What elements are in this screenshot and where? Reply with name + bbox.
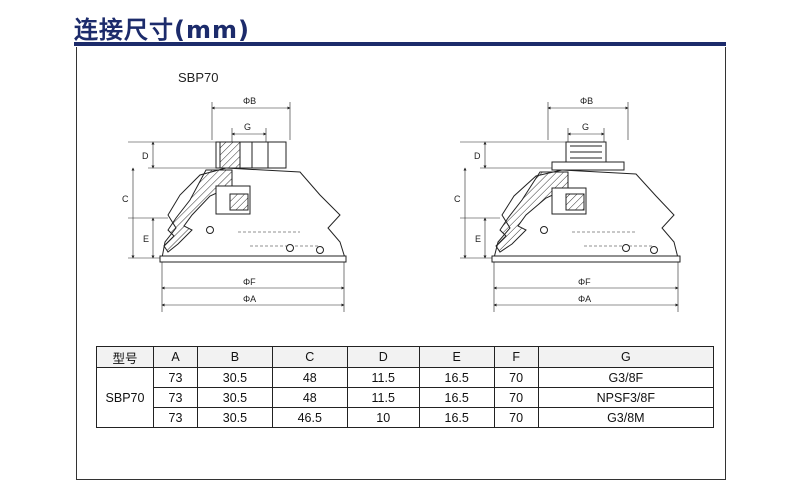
- table-cell: G3/8F: [537, 367, 715, 388]
- dim-label: ΦB: [243, 96, 256, 106]
- cup-drawing-right: [460, 102, 681, 312]
- column-header: D: [346, 346, 420, 368]
- dimension-labels-left: ΦB G D C E ΦF ΦA: [122, 96, 256, 304]
- drawing-model-label: SBP70: [178, 70, 219, 85]
- column-header: F: [493, 346, 539, 368]
- model-cell: SBP70: [96, 367, 154, 428]
- dim-label: G: [582, 122, 589, 132]
- dim-label: ΦB: [580, 96, 593, 106]
- column-header: C: [271, 346, 348, 368]
- cup-drawing-left: [128, 102, 347, 312]
- table-cell: 70: [493, 367, 539, 388]
- table-cell: 46.5: [271, 407, 348, 428]
- dim-label: E: [475, 234, 481, 244]
- dim-label: E: [143, 234, 149, 244]
- table-cell: 73: [152, 407, 199, 428]
- table-cell: 16.5: [418, 367, 495, 388]
- dimension-table: 型号 A B C D E F G SBP70 73 30.5 48 11.5 1…: [96, 346, 715, 428]
- dim-label: G: [244, 122, 251, 132]
- column-header: A: [152, 346, 199, 368]
- table-row: SBP70 73 30.5 48 11.5 16.5 70 G3/8F: [96, 367, 715, 428]
- table-header-row: 型号 A B C D E F G: [96, 346, 715, 368]
- table-cell: NPSF3/8F: [537, 387, 715, 408]
- title-underline: [74, 42, 726, 46]
- content-frame: [76, 47, 726, 480]
- dimension-labels-right: ΦB G D C E ΦF ΦA: [454, 96, 593, 304]
- table-cell: 73: [152, 387, 199, 408]
- table-cell: 10: [346, 407, 420, 428]
- page-title: 连接尺寸(mm): [74, 16, 250, 44]
- table-cell: 70: [493, 387, 539, 408]
- table-cell: 30.5: [197, 407, 273, 428]
- table-row: 73 30.5 46.5 10 16.5 70 G3/8M: [97, 407, 715, 428]
- table-cell: 48: [271, 367, 348, 388]
- column-header: E: [418, 346, 495, 368]
- dim-label: D: [142, 151, 149, 161]
- dim-label: C: [122, 194, 129, 204]
- table-row: 73 30.5 48 11.5 16.5 70 NPSF3/8F: [97, 387, 715, 408]
- dim-label: ΦF: [243, 277, 256, 287]
- dim-label: ΦF: [578, 277, 591, 287]
- table-cell: 11.5: [346, 367, 420, 388]
- table-cell: 30.5: [197, 367, 273, 388]
- table-cell: 48: [271, 387, 348, 408]
- dim-label: D: [474, 151, 481, 161]
- dim-label: ΦA: [578, 294, 591, 304]
- dim-label: ΦA: [243, 294, 256, 304]
- dim-label: C: [454, 194, 461, 204]
- table-cell: 16.5: [418, 387, 495, 408]
- column-header: G: [537, 346, 715, 368]
- table-cell: 11.5: [346, 387, 420, 408]
- column-header: B: [197, 346, 273, 368]
- table-cell: 16.5: [418, 407, 495, 428]
- table-cell: 30.5: [197, 387, 273, 408]
- column-header: 型号: [96, 346, 154, 368]
- table-cell: 73: [152, 367, 199, 388]
- table-cell: G3/8M: [537, 407, 715, 428]
- table-cell: 70: [493, 407, 539, 428]
